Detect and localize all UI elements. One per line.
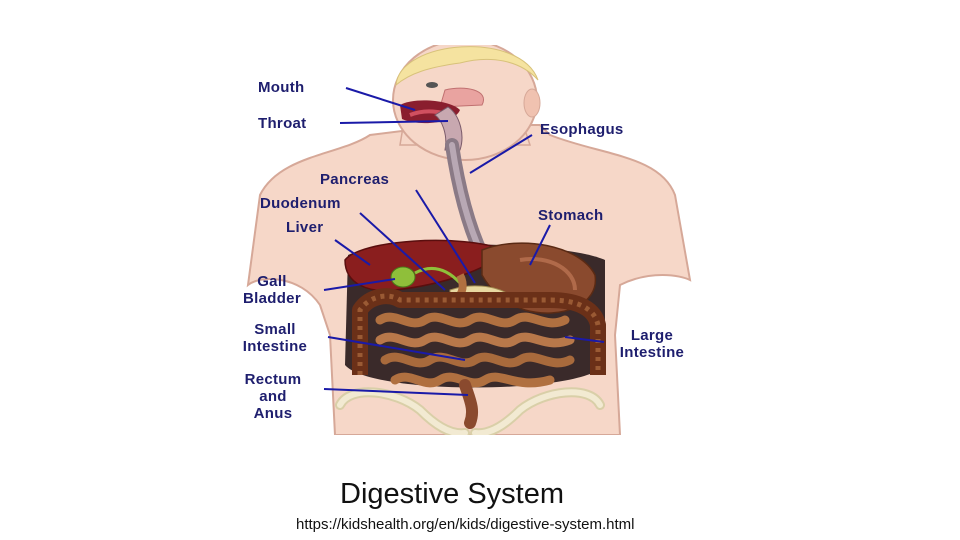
eye: [426, 82, 438, 88]
label-esophagus: Esophagus: [540, 121, 624, 138]
slide-caption: Digestive System: [340, 478, 565, 510]
label-gall-bladder-line1: Gall: [257, 273, 287, 290]
stomach-highlight: [519, 257, 577, 291]
label-gall-bladder-line2: Bladder: [243, 290, 301, 307]
bile-duct: [414, 266, 462, 285]
label-gall-bladder: Gall Bladder: [232, 273, 312, 307]
leader-lines: [323, 87, 605, 396]
label-duodenum: Duodenum: [260, 195, 341, 212]
digestive-system-diagram: Mouth Throat Esophagus Pancreas Duodenum…: [220, 45, 720, 435]
large-intestine-texture: [357, 293, 601, 375]
gall-bladder: [390, 266, 416, 288]
hair: [395, 46, 539, 87]
label-rectum-line1: Rectum: [244, 371, 302, 388]
label-rectum-line3: Anus: [253, 405, 293, 422]
label-liver: Liver: [286, 219, 324, 236]
leader-line-stomach: [529, 224, 551, 266]
label-pancreas: Pancreas: [320, 171, 390, 188]
label-small-intestine-line2: Intestine: [242, 338, 308, 355]
label-throat: Throat: [258, 115, 307, 132]
leader-line-throat: [339, 120, 449, 124]
label-stomach: Stomach: [538, 207, 604, 224]
label-large-intestine-line1: Large: [630, 327, 674, 344]
label-rectum-anus: Rectum and Anus: [230, 371, 316, 422]
leader-line-mouth: [345, 87, 416, 111]
label-large-intestine-line2: Intestine: [619, 344, 685, 361]
ear: [523, 88, 541, 118]
nasal-cavity: [439, 87, 485, 108]
leader-line-rectum: [323, 388, 469, 396]
label-large-intestine: Large Intestine: [602, 327, 702, 361]
small-intestine: [375, 312, 575, 388]
leader-line-duodenum: [359, 212, 446, 291]
label-rectum-line2: and: [259, 388, 287, 405]
leader-line-liver: [334, 239, 371, 266]
leader-line-pancreas: [415, 189, 476, 284]
label-mouth: Mouth: [258, 79, 305, 96]
label-small-intestine-line1: Small: [254, 321, 296, 338]
label-small-intestine: Small Intestine: [230, 321, 320, 355]
leader-line-gall-bladder: [323, 278, 396, 291]
pelvis-inner: [337, 389, 603, 435]
rectum: [459, 379, 479, 429]
leader-line-large-intestine: [564, 336, 605, 343]
diagram-illustration: [246, 45, 692, 435]
leader-line-small-intestine: [327, 336, 466, 361]
source-url: https://kidshealth.org/en/kids/digestive…: [296, 516, 635, 533]
leader-line-esophagus: [469, 134, 533, 174]
